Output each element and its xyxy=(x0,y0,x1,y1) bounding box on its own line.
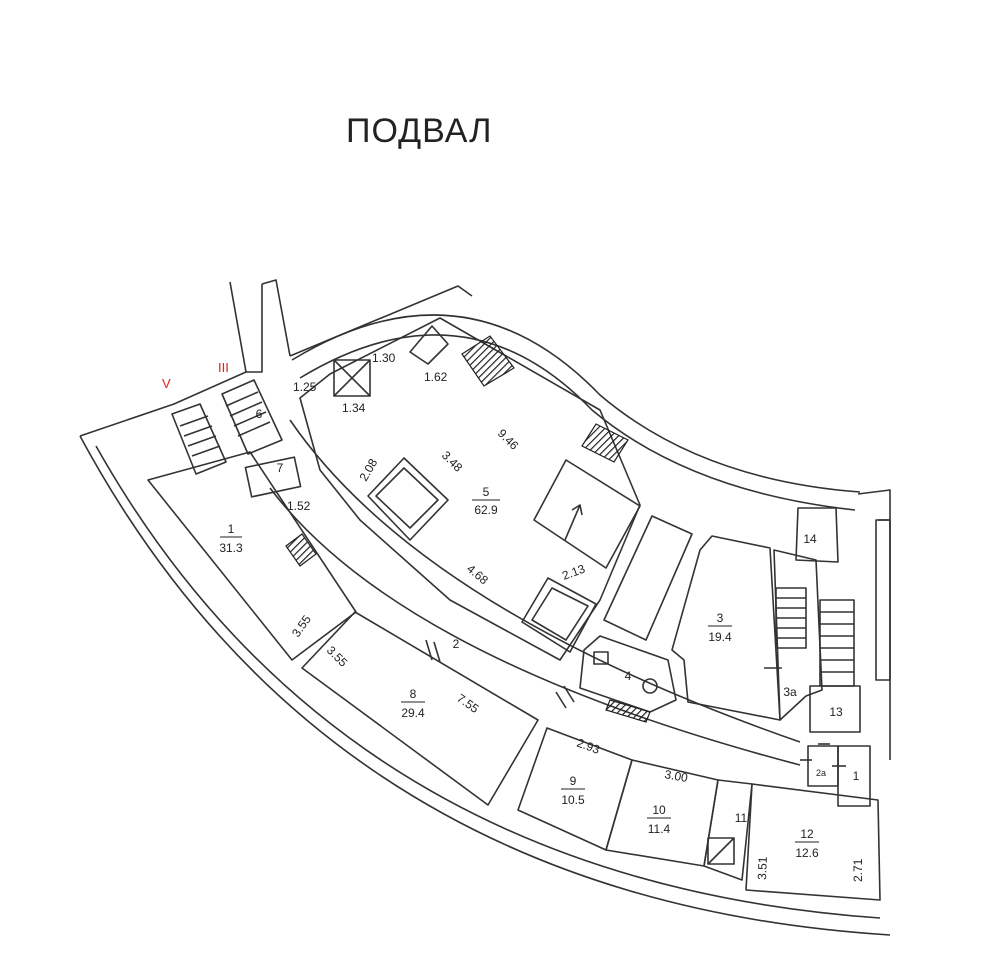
hatch-block-3 xyxy=(285,533,317,567)
door-tick xyxy=(433,641,441,663)
room-5-outline xyxy=(299,317,641,661)
room-4-number: 4 xyxy=(625,669,632,683)
dimension-label: 3.55 xyxy=(289,612,314,639)
inner-wall xyxy=(291,314,861,493)
room-6-number: 6 xyxy=(256,407,263,421)
corridor-wall-bottom xyxy=(269,487,801,766)
room-11-fixture xyxy=(707,837,735,865)
dimension-label: 3.48 xyxy=(439,448,466,475)
inner-wall-2 xyxy=(299,334,856,511)
dimension-label: 2.13 xyxy=(560,562,587,583)
page-title: ПОДВАЛ xyxy=(346,112,493,150)
hatch-block-1 xyxy=(461,335,515,387)
tall-box-1 xyxy=(603,515,693,641)
shaft-box-1 xyxy=(367,457,449,541)
room-4-sink xyxy=(593,651,609,665)
room-11-outline xyxy=(703,779,753,881)
dimension-label: 3.55 xyxy=(324,643,351,670)
room-8-outline xyxy=(301,611,539,806)
door-tick xyxy=(425,639,433,661)
dimension-label: 2.08 xyxy=(356,456,380,484)
dimension-label: 1.52 xyxy=(287,499,311,513)
room-3a-outline xyxy=(773,549,823,721)
room-9-number: 9 xyxy=(570,774,577,788)
room-8-area: 29.4 xyxy=(401,706,425,720)
door-tick xyxy=(555,691,567,709)
outer-wall xyxy=(79,435,891,936)
axis-iii-label: III xyxy=(218,360,229,375)
ramp-box xyxy=(533,459,641,569)
ramp-arrow xyxy=(564,504,581,541)
room-3-outline xyxy=(671,535,781,721)
stub-wall-right xyxy=(261,279,291,357)
room-12-number: 12 xyxy=(800,827,814,841)
dimension-label: 1.62 xyxy=(424,370,448,384)
room-12-area: 12.6 xyxy=(795,846,819,860)
dimension-label: 3.00 xyxy=(663,767,689,785)
room-2-number: 2 xyxy=(453,637,460,651)
outer-wall-inner xyxy=(95,445,881,919)
room-12-outline xyxy=(745,783,881,901)
room-1-outline xyxy=(147,451,357,661)
room-5-number: 5 xyxy=(483,485,490,499)
right-edge xyxy=(857,489,891,760)
room-11-number: 11 xyxy=(735,811,748,825)
dimension-label: 4.68 xyxy=(464,562,491,588)
dimension-label: 7.55 xyxy=(454,691,481,716)
dimension-label: 1.25 xyxy=(293,380,317,394)
door-tick xyxy=(563,685,575,703)
room-7-outline xyxy=(244,456,302,498)
dimension-label: 1.34 xyxy=(342,401,366,415)
lift-x-2 xyxy=(333,359,371,397)
room-13-number: 13 xyxy=(829,705,843,719)
stair-right xyxy=(775,587,855,687)
dimension-label: 1.30 xyxy=(372,351,396,365)
room-1-area: 31.3 xyxy=(219,541,243,555)
left-top-wall xyxy=(79,371,247,437)
room-1b-outline xyxy=(837,745,871,807)
dimension-label: 2.71 xyxy=(851,858,865,882)
room-3-area: 19.4 xyxy=(708,630,732,644)
top-wall xyxy=(289,285,473,357)
room-7-number: 7 xyxy=(277,461,284,475)
room-4-fixture xyxy=(642,678,658,694)
dimension-label: 9.46 xyxy=(495,426,522,453)
room-1b-number: 1 xyxy=(853,769,860,783)
hatch-block-4 xyxy=(605,699,651,723)
room-10-number: 10 xyxy=(652,803,666,817)
stub-wall-left xyxy=(229,281,263,373)
room-11-fixture-line xyxy=(707,837,735,865)
room-1-number: 1 xyxy=(228,522,235,536)
room-3-number: 3 xyxy=(717,611,724,625)
ramp-arrow-head xyxy=(571,504,583,516)
shaft-box-2 xyxy=(521,577,597,653)
stair-v xyxy=(171,403,227,475)
room-14-number: 14 xyxy=(803,532,817,546)
stair-iii xyxy=(221,379,283,455)
room-2a-number: 2a xyxy=(816,768,826,778)
right-column xyxy=(875,519,891,681)
shaft-box-1-inner xyxy=(375,467,439,529)
hatch-block-2 xyxy=(581,423,629,463)
shaft-box-2-inner xyxy=(531,587,589,641)
room-4-outline xyxy=(579,635,677,713)
walls xyxy=(79,279,891,936)
room-14-outline xyxy=(795,507,839,563)
dimension-label: 2.93 xyxy=(575,736,602,757)
axis-v-label: V xyxy=(162,376,171,391)
room-10-area: 11.4 xyxy=(648,822,671,836)
small-box-top xyxy=(409,325,449,365)
room-3a-number: 3a xyxy=(783,685,797,699)
room-5-area: 62.9 xyxy=(474,503,498,517)
lift-box xyxy=(333,359,371,397)
hatched-elements xyxy=(285,335,651,723)
room-9-area: 10.5 xyxy=(561,793,585,807)
room-8-number: 8 xyxy=(410,687,417,701)
room-labels: 1 31.3 2 3 19.4 3a 2a 4 5 62.9 6 7 8 29.… xyxy=(219,407,859,860)
dimension-label: 3.51 xyxy=(755,856,770,880)
